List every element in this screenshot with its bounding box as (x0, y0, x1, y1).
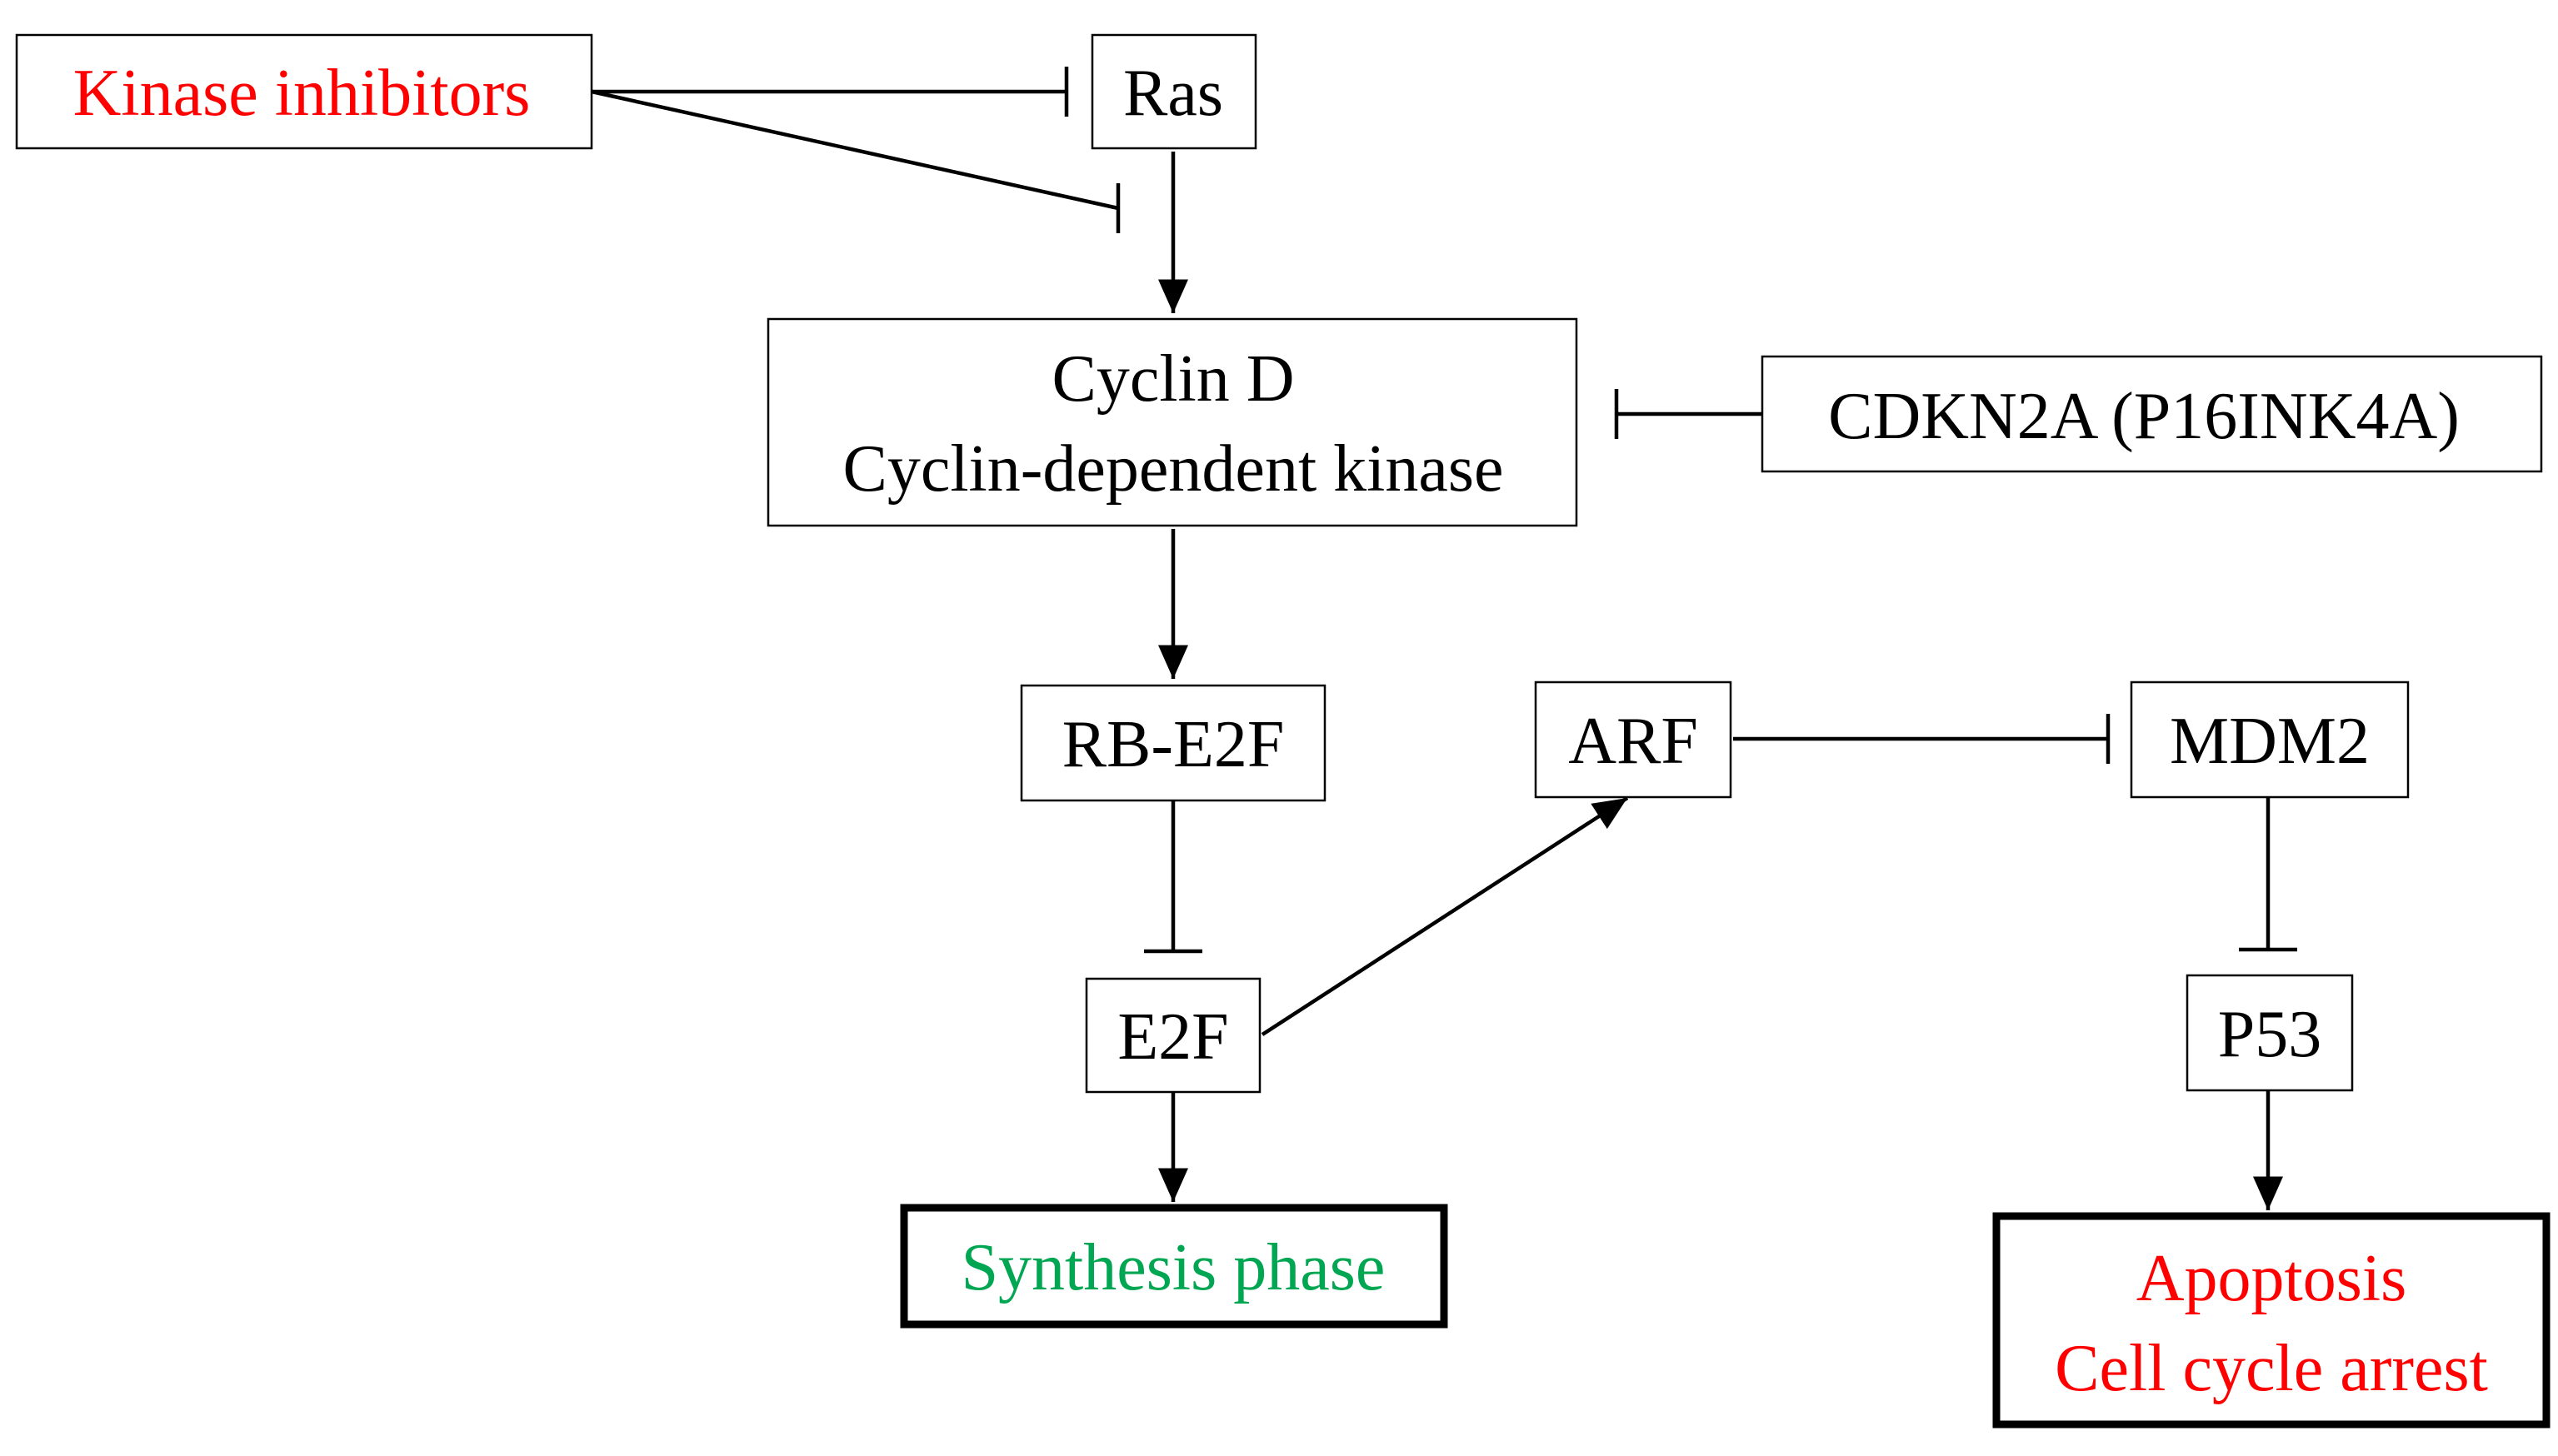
e2f-label: E2F (1117, 1000, 1228, 1074)
node-p53: P53 (2186, 974, 2354, 1092)
node-mdm2: MDM2 (2130, 681, 2410, 799)
ras-label: Ras (1123, 57, 1223, 130)
edges (591, 67, 2297, 1210)
cdkn2a-label: CDKN2A (P16INK4A) (1828, 380, 2460, 453)
node-synthesis-phase: Synthesis phase (900, 1204, 1448, 1329)
arf-label: ARF (1568, 705, 1698, 778)
synthesis-phase-label: Synthesis phase (962, 1231, 1386, 1304)
apoptosis-label: Apoptosis (2136, 1242, 2407, 1315)
node-apoptosis-cell-cycle-arrest: Apoptosis Cell cycle arrest (1992, 1212, 2551, 1429)
node-e2f: E2F (1085, 977, 1262, 1094)
p53-label: P53 (2218, 998, 2322, 1071)
kinase-inhibitors-label: Kinase inhibitors (73, 57, 531, 130)
node-cyclin-d-cdk: Cyclin D Cyclin-dependent kinase (767, 317, 1578, 527)
cell-cycle-arrest-label: Cell cycle arrest (2055, 1332, 2488, 1405)
mdm2-label: MDM2 (2170, 705, 2370, 778)
cyclin-d-label: Cyclin D (1052, 342, 1294, 416)
node-cdkn2a: CDKN2A (P16INK4A) (1761, 355, 2543, 473)
edge-e2f-to-arf (1261, 796, 1629, 1036)
rb-e2f-label: RB-E2F (1062, 708, 1285, 781)
cyclin-dependent-kinase-label: Cyclin-dependent kinase (842, 432, 1503, 506)
edge-kinase-inhibitors-inhibits-ras-cyclin-link (591, 89, 1119, 211)
node-rb-e2f: RB-E2F (1020, 684, 1326, 802)
node-kinase-inhibitors: Kinase inhibitors (15, 33, 593, 150)
node-arf: ARF (1534, 681, 1732, 799)
node-ras: Ras (1091, 33, 1257, 150)
